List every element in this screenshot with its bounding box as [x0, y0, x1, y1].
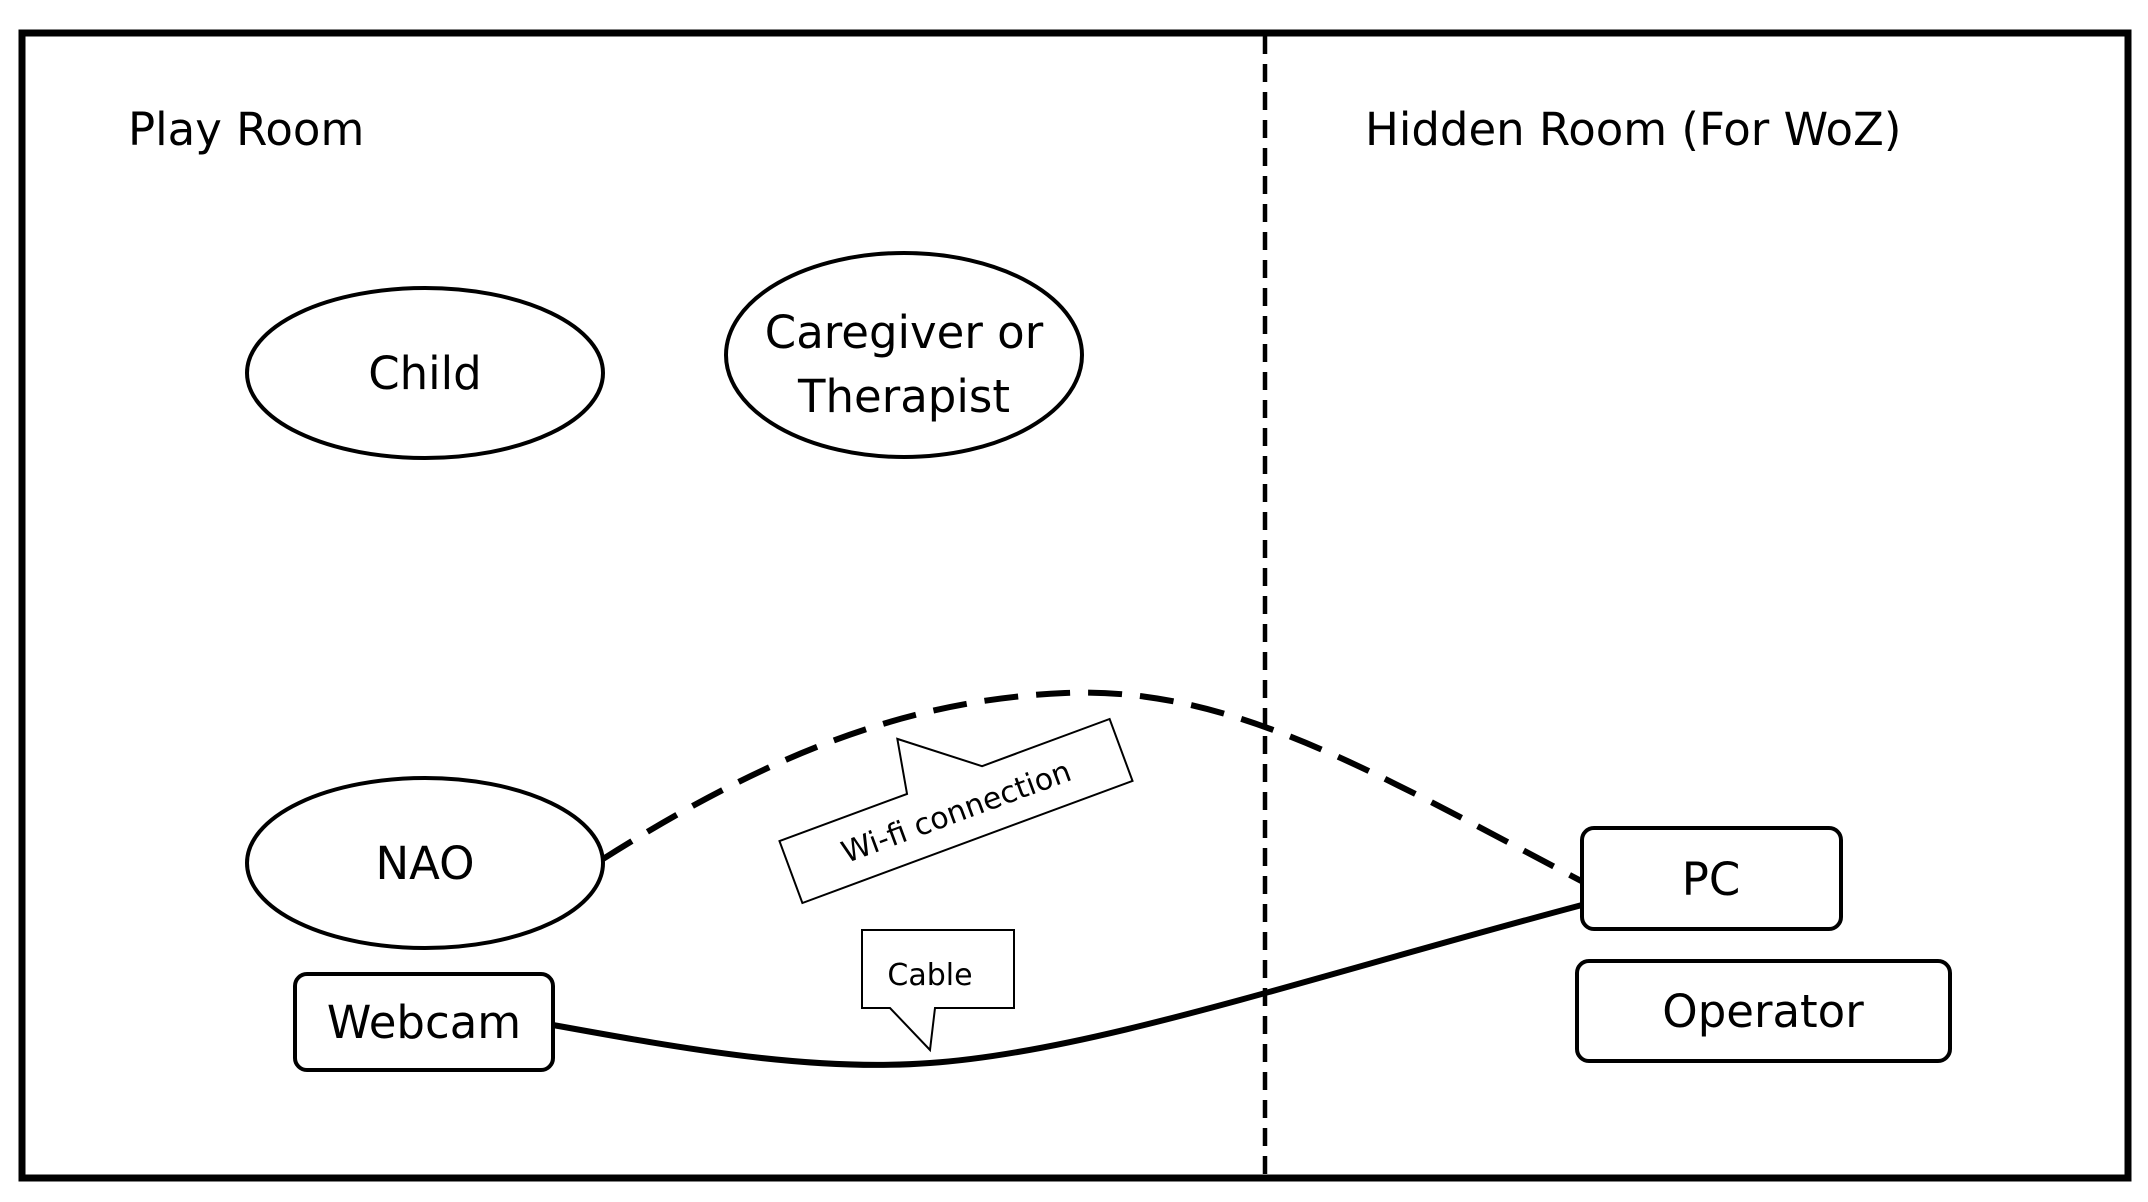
wifi-connection-line [601, 689, 1587, 886]
cable-callout: Cable [861, 929, 1015, 1053]
caregiver-node: Caregiver or Therapist [724, 251, 1084, 459]
play-room-label: Play Room [128, 103, 364, 156]
caregiver-label-line2: Therapist [797, 370, 1010, 423]
webcam-box [293, 972, 555, 1072]
operator-node: Operator [1575, 959, 1952, 1063]
hidden-room-label: Hidden Room (For WoZ) [1365, 103, 1901, 156]
operator-label: Operator [1662, 985, 1864, 1038]
webcam-node: Webcam [293, 972, 555, 1072]
caregiver-ellipse [724, 251, 1084, 459]
pc-label: PC [1682, 853, 1741, 906]
pc-box [1580, 826, 1843, 931]
caregiver-label-line1: Caregiver or [765, 306, 1044, 359]
webcam-label: Webcam [327, 996, 521, 1049]
child-ellipse [245, 286, 605, 460]
pc-node: PC [1580, 826, 1843, 931]
nao-node: NAO [245, 776, 605, 950]
wifi-callout-bubble [778, 717, 1134, 905]
cable-callout-label: Cable [887, 958, 972, 993]
child-node: Child [245, 286, 605, 460]
operator-box [1575, 959, 1952, 1063]
cable-callout-bubble [861, 929, 1015, 1053]
nao-label: NAO [375, 837, 474, 890]
nao-ellipse [245, 776, 605, 950]
cable-connection-line [552, 902, 1583, 1068]
child-label: Child [368, 347, 482, 400]
